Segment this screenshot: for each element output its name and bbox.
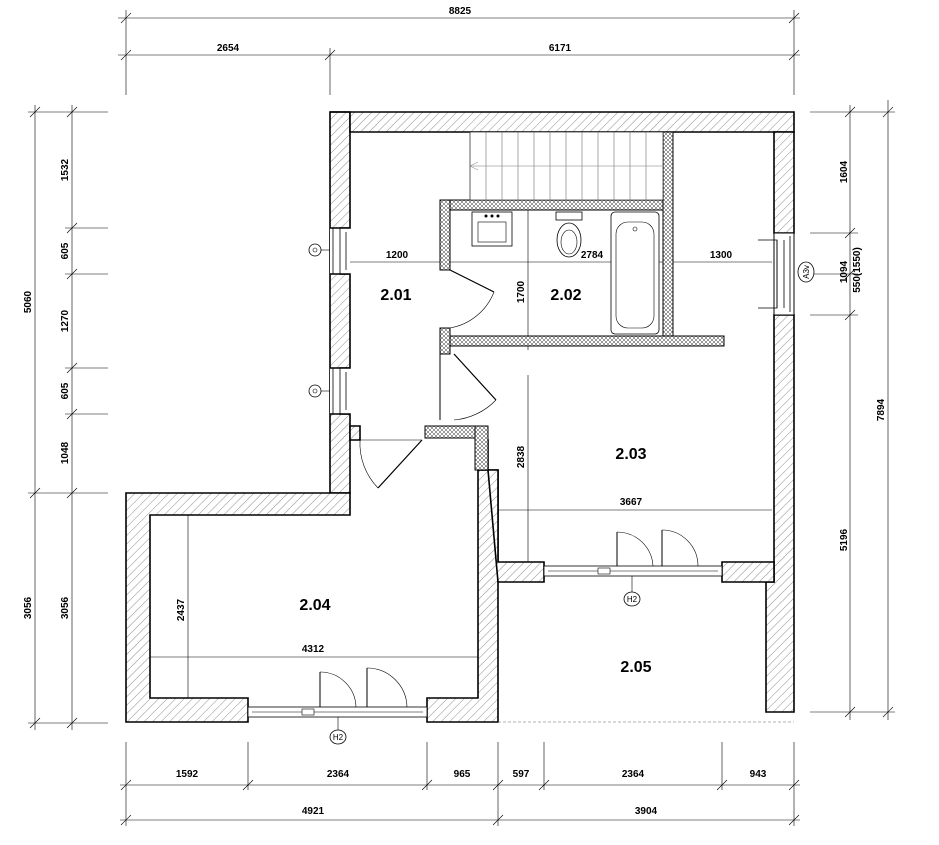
staircase: [469, 131, 664, 201]
dim-right-seg: 5196: [839, 528, 850, 551]
room-label-205: 2.05: [620, 659, 651, 676]
dim-left-total-bottom: 3056: [23, 596, 34, 619]
dim-interior: 1300: [710, 250, 733, 261]
bathroom-fixtures: [471, 211, 660, 335]
svg-text:H2: H2: [627, 595, 638, 604]
doors: [247, 269, 794, 723]
balcony-door-204: [247, 667, 428, 718]
dim-right-seg: 550(1550): [852, 247, 863, 293]
room-labels: 2.01 2.02 2.03 2.04 2.05: [299, 287, 651, 676]
dim-interior: 4312: [302, 644, 325, 655]
dim-left-seg: 1532: [60, 158, 71, 181]
svg-text:H2: H2: [333, 733, 344, 742]
room-label-201: 2.01: [380, 287, 411, 304]
dim-interior: 2838: [516, 445, 527, 468]
room-label-202: 2.02: [550, 287, 581, 304]
dim-interior: 2437: [176, 598, 187, 621]
bathroom-door: [449, 269, 495, 329]
dim-interior: 2784: [581, 250, 604, 261]
radiator-symbol: [308, 384, 330, 398]
svg-text:A3v: A3v: [802, 265, 811, 279]
bathtub-icon: [610, 211, 660, 335]
dim-left-seg: 605: [60, 242, 71, 259]
tag-h2-top: H2: [623, 576, 641, 607]
dim-top-left: 2654: [217, 43, 240, 54]
toilet-icon: [555, 211, 583, 258]
dim-interior: 3667: [620, 497, 643, 508]
dim-interior: 1200: [386, 250, 409, 261]
corridor-door: [439, 353, 497, 421]
dim-left-total-top: 5060: [23, 290, 34, 313]
dim-right-seg: 1094: [839, 260, 850, 283]
dim-bottom-seg: 2364: [622, 769, 645, 780]
room-204-door: [359, 439, 423, 489]
dim-bottom-seg: 597: [513, 769, 530, 780]
room-label-204: 2.04: [299, 597, 330, 614]
dim-right-total: 7894: [876, 398, 887, 421]
dim-right-seg: 1604: [839, 160, 850, 183]
symbols: A3v H2 H2: [308, 243, 815, 745]
dim-bottom-seg: 943: [750, 769, 767, 780]
dim-interior: 1700: [516, 280, 527, 303]
dimension-lines: [28, 10, 895, 826]
dim-top-right: 6171: [549, 43, 572, 54]
tag-h2-bottom: H2: [329, 717, 347, 745]
tag-a3v: A3v: [797, 261, 815, 283]
dim-left-seg: 605: [60, 382, 71, 399]
radiator-symbol: [308, 243, 330, 257]
balcony-door-203: [543, 529, 723, 577]
dim-top-total: 8825: [449, 6, 472, 17]
dimension-labels: 8825 2654 6171 5060 3056 1532 605 1270 6…: [23, 6, 887, 817]
dim-bottom-seg: 1592: [176, 769, 199, 780]
dim-left-seg: 3056: [60, 596, 71, 619]
dim-left-seg: 1270: [60, 309, 71, 332]
dim-bottom-seg: 965: [454, 769, 471, 780]
dim-bottom-total: 3904: [635, 806, 658, 817]
dim-bottom-total: 4921: [302, 806, 325, 817]
room-label-203: 2.03: [615, 446, 646, 463]
dim-bottom-seg: 2364: [327, 769, 350, 780]
interior-partitions: [424, 131, 725, 471]
dim-left-seg: 1048: [60, 441, 71, 464]
